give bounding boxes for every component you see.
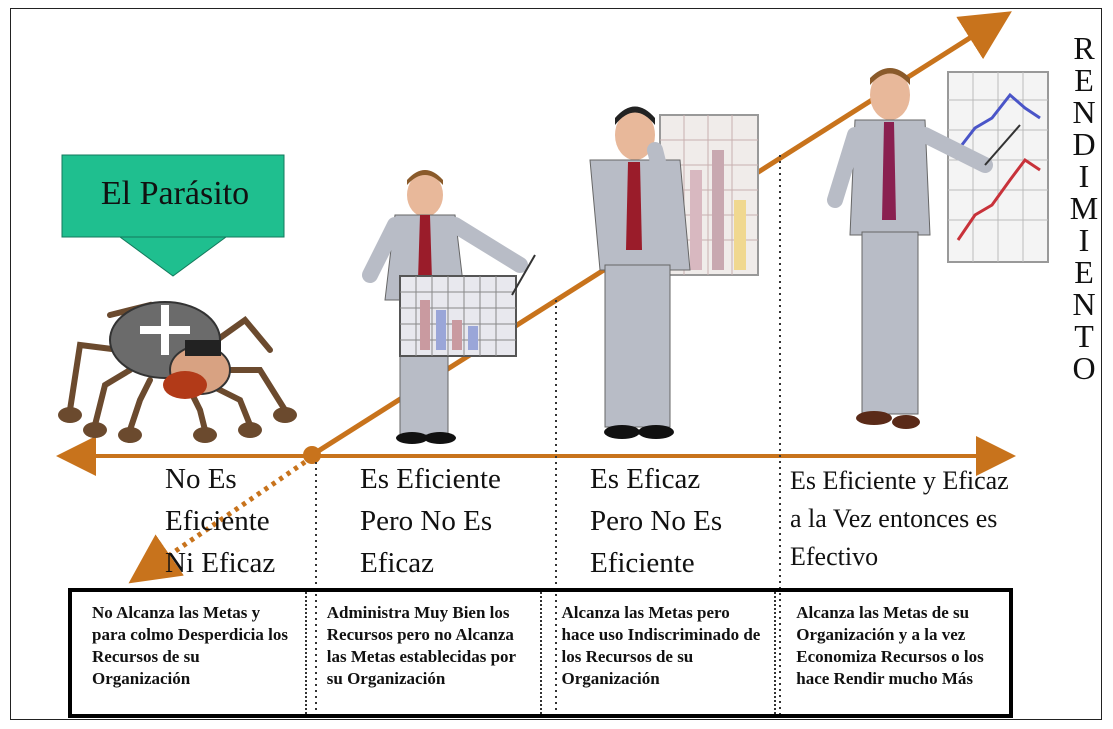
category-1-line-2: Eficiente bbox=[165, 505, 270, 537]
axis-label-letter: E bbox=[1074, 254, 1094, 290]
category-3-line-3: Eficiente bbox=[590, 547, 695, 579]
callout-label: El Parásito bbox=[100, 175, 250, 212]
category-3-line-2: Pero No Es bbox=[590, 505, 723, 537]
axis-label-letter: N bbox=[1072, 94, 1096, 130]
category-3-line-1: Es Eficaz bbox=[590, 463, 701, 495]
diagram-frame bbox=[10, 8, 1102, 720]
category-2: Es Eficiente Pero No Es Eficaz bbox=[360, 458, 501, 584]
category-4-line-3: Efectivo bbox=[790, 542, 879, 571]
axis-label-letter: M bbox=[1069, 190, 1099, 226]
axis-label-letter: T bbox=[1074, 318, 1094, 354]
category-2-line-3: Eficaz bbox=[360, 547, 435, 579]
thinker-icon bbox=[589, 106, 759, 439]
category-4-line-1: Es Eficiente y Eficaz bbox=[790, 466, 1009, 495]
axis-label-letter: I bbox=[1078, 158, 1090, 194]
category-1-line-3: Ni Eficaz bbox=[165, 547, 276, 579]
axis-label-letter: E bbox=[1074, 62, 1094, 98]
axis-label-letter: N bbox=[1072, 286, 1096, 322]
axis-label-letter: R bbox=[1073, 30, 1095, 66]
descriptions-box: No Alcanza las Metas y para colmo Desper… bbox=[68, 588, 1013, 718]
axis-label-letter: I bbox=[1078, 222, 1090, 258]
category-4-line-2: a la Vez entonces es bbox=[790, 504, 998, 533]
category-1-line-1: No Es bbox=[165, 463, 237, 495]
spider-parasite-icon bbox=[58, 301, 297, 443]
category-3: Es Eficaz Pero No Es Eficiente bbox=[590, 458, 722, 584]
axis-label-letter: D bbox=[1072, 126, 1096, 162]
category-2-line-2: Pero No Es bbox=[360, 505, 493, 537]
description-2: Administra Muy Bien los Recursos pero no… bbox=[307, 592, 542, 714]
category-4: Es Eficiente y Eficaz a la Vez entonces … bbox=[790, 462, 1009, 576]
callout-arrow-icon bbox=[61, 154, 285, 277]
presenter-chart-icon bbox=[362, 170, 536, 444]
presenter-rising-chart-icon bbox=[827, 68, 1049, 429]
description-3: Alcanza las Metas pero hace uso Indiscri… bbox=[542, 592, 777, 714]
description-1: No Alcanza las Metas y para colmo Desper… bbox=[72, 592, 307, 714]
origin-dot bbox=[303, 446, 321, 464]
category-2-line-1: Es Eficiente bbox=[360, 463, 501, 495]
category-1: No Es Eficiente Ni Eficaz bbox=[165, 458, 275, 584]
axis-label-letter: O bbox=[1072, 350, 1096, 386]
description-4: Alcanza las Metas de su Organización y a… bbox=[796, 603, 984, 688]
